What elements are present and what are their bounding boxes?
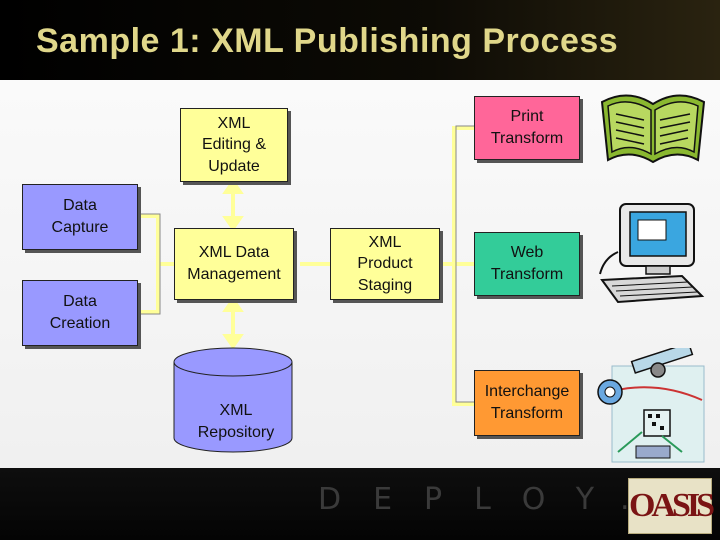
book-icon: [600, 94, 706, 164]
data-creation-node: Data Creation: [22, 280, 138, 346]
deploy-wordmark: DEPLOY.: [318, 482, 662, 517]
connector-capture: [138, 214, 160, 314]
xml-data-management-node: XML Data Management: [174, 228, 294, 300]
slide-header: Sample 1: XML Publishing Process: [0, 0, 720, 80]
data-capture-node: Data Capture: [22, 184, 138, 250]
xml-editing-node: XML Editing & Update: [180, 108, 288, 182]
xml-repository-label: XML Repository: [197, 402, 275, 441]
print-transform-node: Print Transform: [474, 96, 580, 160]
repository-cylinder: [173, 347, 293, 453]
slide-title: Sample 1: XML Publishing Process: [36, 22, 619, 60]
interchange-transform-node: Interchange Transform: [474, 370, 580, 436]
slide-footer: [0, 468, 720, 540]
xml-product-staging-node: XML Product Staging: [330, 228, 440, 300]
web-transform-node: Web Transform: [474, 232, 580, 296]
satellite-icon: [597, 348, 705, 463]
oasis-logo: OASIS: [628, 478, 715, 534]
computer-icon: [599, 203, 705, 304]
